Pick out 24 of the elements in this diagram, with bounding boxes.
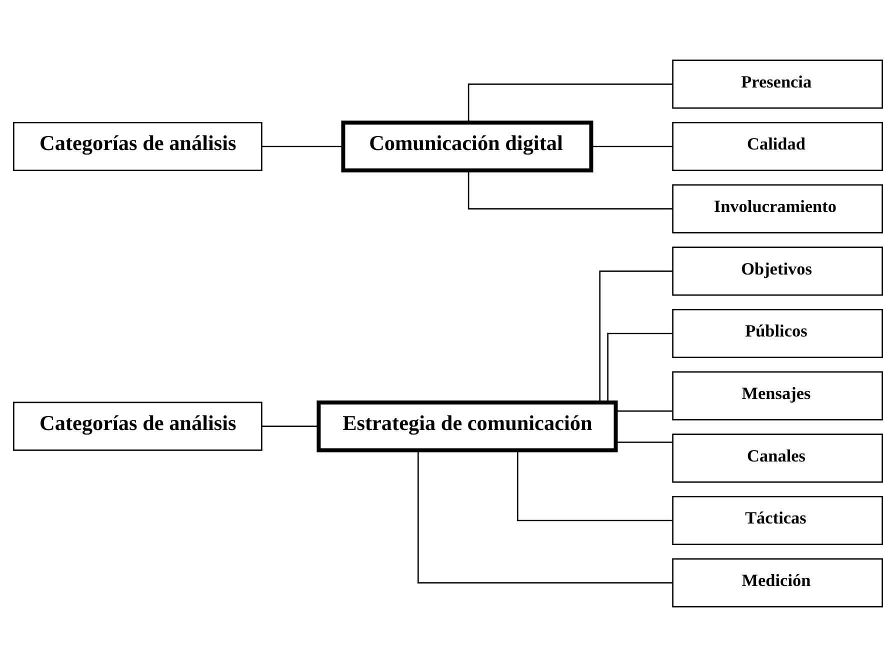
connector	[468, 84, 672, 123]
connector	[516, 450, 673, 522]
connector	[616, 410, 673, 412]
node-box: Categorías de análisis	[13, 122, 262, 172]
connector	[616, 442, 673, 443]
connector	[418, 450, 673, 584]
node-box: Calidad	[672, 122, 883, 172]
node-box: Categorías de análisis	[13, 402, 262, 451]
node-box: Estrategia de comunicación	[316, 400, 618, 452]
connector	[468, 170, 672, 210]
connector	[592, 146, 673, 148]
node-box: Presencia	[672, 60, 883, 109]
node-box: Mensajes	[672, 371, 883, 420]
node-box: Canales	[672, 434, 883, 483]
node-box: Involucramiento	[672, 184, 883, 234]
node-box: Comunicación digital	[341, 120, 594, 172]
connector	[262, 146, 344, 148]
node-box: Tácticas	[672, 496, 883, 546]
node-box: Públicos	[672, 308, 883, 358]
connector	[262, 426, 318, 427]
node-box: Medición	[672, 558, 883, 608]
node-box: Objetivos	[672, 246, 883, 296]
connector	[599, 270, 673, 402]
connector	[607, 332, 672, 402]
